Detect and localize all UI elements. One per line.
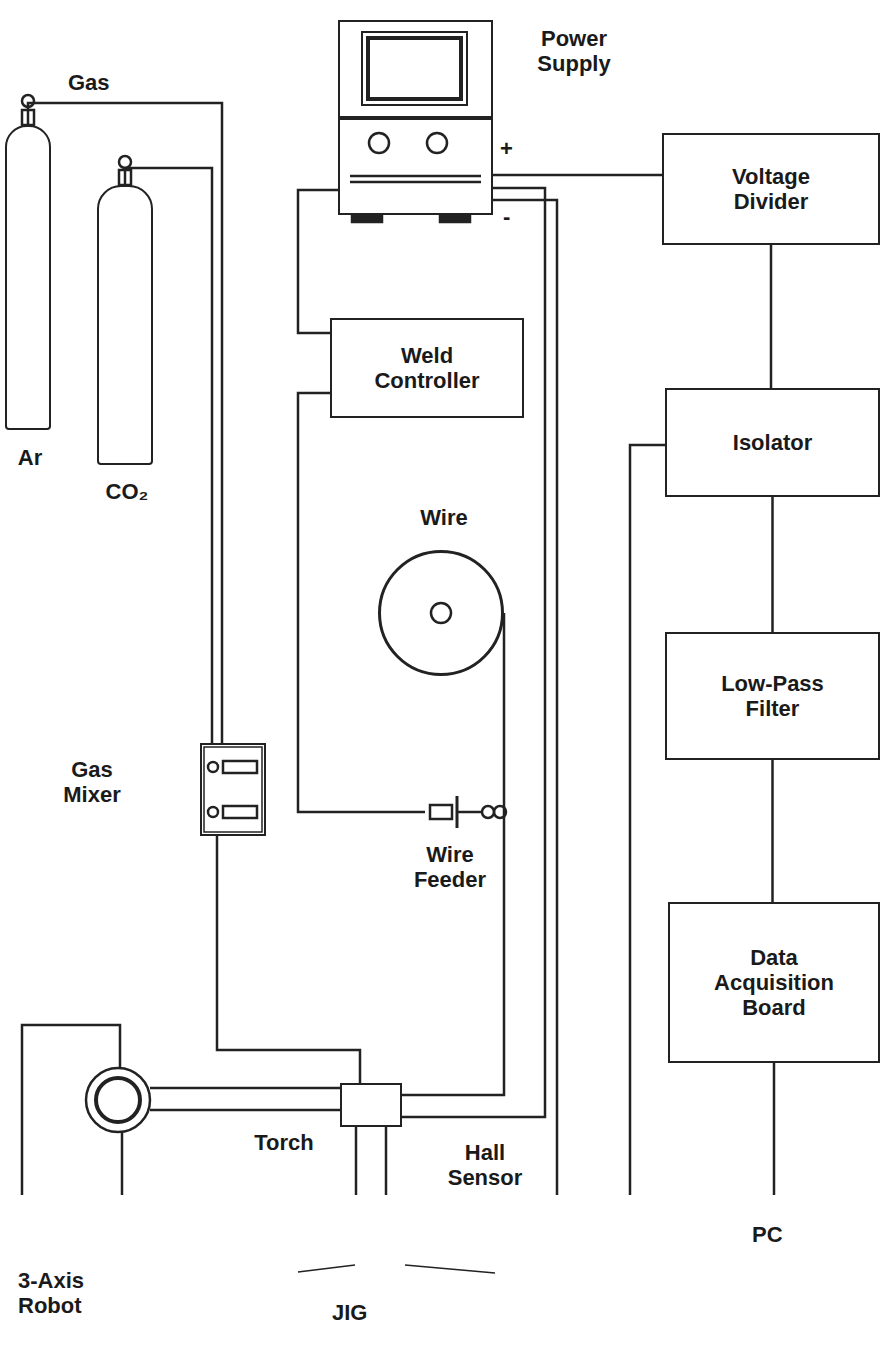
robot-label: 3-Axis Robot <box>18 1268 128 1319</box>
wire-spool: Wire <box>378 550 504 676</box>
connector <box>493 174 662 177</box>
jig-label: JIG <box>332 1300 367 1325</box>
torch: Torch <box>340 1083 402 1127</box>
jig-line <box>385 1127 388 1195</box>
robot-arm <box>150 1109 340 1112</box>
connector <box>771 497 774 632</box>
robot-frame <box>22 1025 120 1195</box>
panel-line <box>350 181 481 184</box>
jig-line <box>355 1127 358 1195</box>
process-box: Data Acquisition Board <box>668 902 880 1063</box>
feeder-body <box>430 805 452 819</box>
robot-joint <box>96 1078 140 1122</box>
gas-cylinder: CO₂ <box>97 185 153 465</box>
wire-feeder: Wire Feeder <box>425 800 515 824</box>
robot-joint <box>86 1068 150 1132</box>
gas-label: Gas <box>68 70 110 95</box>
robot-frame <box>121 1132 124 1195</box>
panel-line <box>350 175 481 178</box>
process-box: Voltage Divider <box>662 133 880 245</box>
gas-mixer: Gas Mixer <box>200 743 266 836</box>
node-label: Wire <box>409 505 479 530</box>
process-box: Isolator <box>665 388 880 497</box>
flow-meter <box>223 761 257 773</box>
node-label: Gas Mixer <box>42 757 142 808</box>
jig-mark <box>405 1265 495 1273</box>
screen <box>368 38 461 99</box>
flow-meter <box>223 806 257 818</box>
pc-label: PC <box>752 1222 783 1247</box>
process-box: Low-Pass Filter <box>665 632 880 760</box>
panel-line <box>340 116 491 120</box>
isolator-signal-wire <box>630 445 665 1195</box>
screen-bezel <box>362 32 467 105</box>
pc-cable <box>773 1063 776 1195</box>
node-label: Data Acquisition Board <box>699 945 849 1021</box>
power-supply: Power Supply <box>338 20 493 215</box>
flow-knob <box>208 807 218 817</box>
knob <box>369 133 389 153</box>
feeder-shaft <box>457 811 482 814</box>
node-label: Torch <box>234 1130 334 1155</box>
sensor-label: Hall Sensor <box>430 1140 540 1191</box>
connector <box>28 103 222 743</box>
node-label: Weld Controller <box>347 343 507 394</box>
robot-arm <box>150 1087 340 1090</box>
node-label: Voltage Divider <box>696 164 846 215</box>
foot <box>352 215 382 222</box>
mixer-panel <box>204 747 262 832</box>
flow-knob <box>208 762 218 772</box>
node-label: Low-Pass Filter <box>698 671 848 722</box>
polarity-sign: - <box>503 204 510 229</box>
connector <box>298 190 338 333</box>
node-label: CO₂ <box>87 479 167 504</box>
gas-cylinder: Ar <box>5 125 51 430</box>
connector <box>771 760 774 902</box>
valve-knob <box>119 156 131 168</box>
connector <box>298 393 425 812</box>
node-label: Wire Feeder <box>400 842 500 893</box>
foot <box>440 215 470 222</box>
spool-hub <box>431 603 451 623</box>
process-box: Weld Controller <box>330 318 524 418</box>
jig-mark <box>298 1265 355 1272</box>
knob <box>427 133 447 153</box>
connector <box>770 245 773 388</box>
connector <box>217 836 360 1083</box>
node-label: Power Supply <box>508 26 640 77</box>
node-label: Isolator <box>733 430 812 455</box>
feed-roller <box>482 806 494 818</box>
polarity-sign: + <box>500 136 513 161</box>
node-label: Ar <box>5 445 55 470</box>
